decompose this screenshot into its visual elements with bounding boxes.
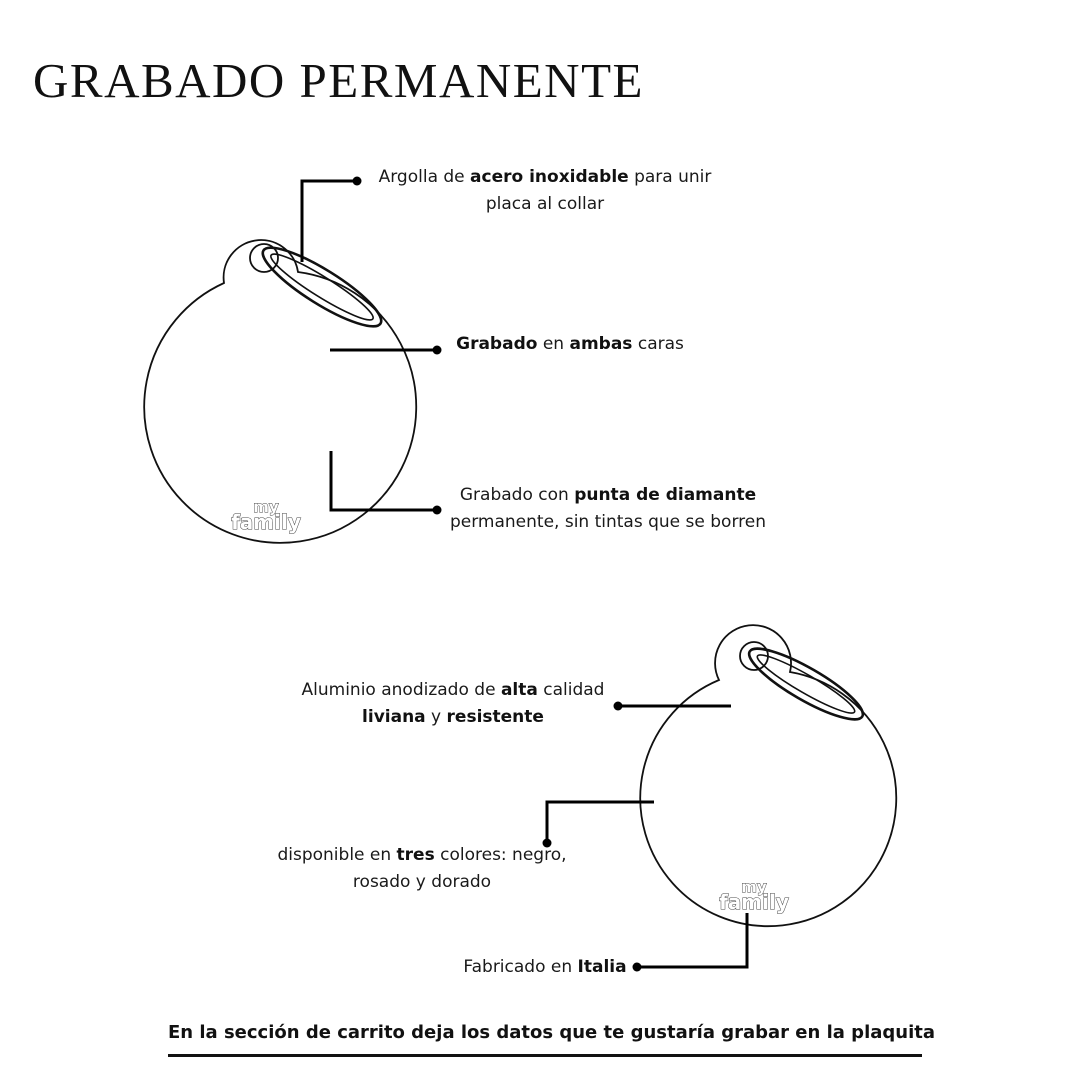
leader-lines bbox=[300, 176, 749, 972]
leader-dot bbox=[613, 701, 623, 711]
leader-dot bbox=[352, 176, 362, 186]
leader-line-made-in bbox=[637, 913, 749, 969]
footer-note: En la sección de carrito deja los datos … bbox=[168, 1022, 936, 1043]
callout-ring: Argolla de acero inoxidable para unir pl… bbox=[378, 167, 712, 214]
tag-hole bbox=[249, 243, 279, 273]
brand-logo: my family bbox=[231, 498, 302, 535]
svg-text:my: my bbox=[253, 498, 279, 516]
callout-aluminium: Aluminio anodizado de alta calidad livia… bbox=[301, 680, 605, 727]
callout-made-in: Fabricado en Italia bbox=[463, 957, 627, 977]
tag-body bbox=[143, 239, 418, 544]
svg-text:family: family bbox=[231, 510, 301, 534]
leader-dot bbox=[432, 505, 442, 515]
split-ring-icon bbox=[747, 647, 865, 721]
tag-front-illustration: my family bbox=[143, 239, 418, 544]
leader-dot bbox=[632, 962, 642, 972]
split-ring-icon bbox=[261, 246, 383, 328]
leader-line-ring bbox=[300, 179, 357, 262]
page-title: GRABADO PERMANENTE bbox=[33, 53, 644, 108]
svg-text:family: family bbox=[719, 890, 789, 914]
brand-logo: my family bbox=[719, 878, 790, 915]
footer-underline bbox=[168, 1054, 922, 1057]
callout-diamond: Grabado con punta de diamante permanente… bbox=[449, 485, 766, 532]
callout-colors: disponible en tres colores: negro, rosad… bbox=[277, 845, 567, 892]
leader-dot bbox=[542, 838, 552, 848]
leader-line-colors bbox=[545, 800, 654, 843]
callout-both-sides: Grabado en ambas caras bbox=[456, 334, 684, 354]
svg-text:my: my bbox=[741, 878, 767, 896]
leader-dot bbox=[432, 345, 442, 355]
tag-back-illustration: my family bbox=[639, 624, 898, 927]
tag-body bbox=[639, 624, 898, 927]
leader-line-diamond bbox=[329, 451, 437, 512]
